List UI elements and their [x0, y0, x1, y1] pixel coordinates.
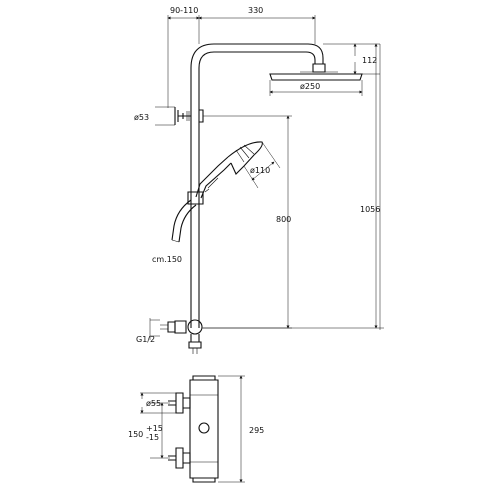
dimension-lines — [149, 15, 384, 340]
upper-eccentric — [168, 392, 191, 414]
shower-head — [269, 73, 363, 81]
label-mixer-tol-minus: -15 — [146, 433, 159, 442]
mixer-button — [198, 422, 210, 434]
riser-pipe — [190, 68, 200, 328]
head-connector — [312, 63, 326, 73]
label-flange-diameter: ø53 — [134, 113, 149, 122]
label-wall-offset: 90-110 — [170, 6, 198, 15]
label-hand-diameter: ø110 — [250, 166, 270, 175]
label-hose-length: cm.150 — [152, 255, 182, 264]
dimension-labels: 90-110 330 112 ø250 ø53 ø110 800 1056 cm… — [128, 6, 380, 442]
hand-shower — [195, 141, 263, 199]
label-mixer-tol-plus: +15 — [146, 424, 163, 433]
label-riser-height: 800 — [276, 215, 291, 224]
bracket-ring — [186, 111, 190, 121]
label-head-height: 112 — [362, 56, 377, 65]
shower-column — [160, 43, 363, 354]
shower-arm — [190, 43, 324, 69]
hose — [171, 199, 197, 243]
label-arm-length: 330 — [248, 6, 263, 15]
label-thread: G1/2 — [136, 335, 155, 344]
label-mixer-flange: ø55 — [146, 399, 161, 408]
label-head-diameter: ø250 — [300, 82, 320, 91]
mixer-dimension-lines — [140, 375, 245, 483]
wall-bracket-top — [174, 107, 204, 125]
lower-eccentric — [168, 447, 191, 469]
bottom-connection — [160, 319, 203, 354]
thermostatic-mixer — [168, 375, 219, 483]
hose-end — [171, 239, 180, 243]
label-mixer-height: 295 — [249, 426, 264, 435]
label-mixer-spacing: 150 — [128, 430, 143, 439]
label-total-height: 1056 — [360, 205, 380, 214]
hand-shower-holder — [187, 191, 204, 205]
